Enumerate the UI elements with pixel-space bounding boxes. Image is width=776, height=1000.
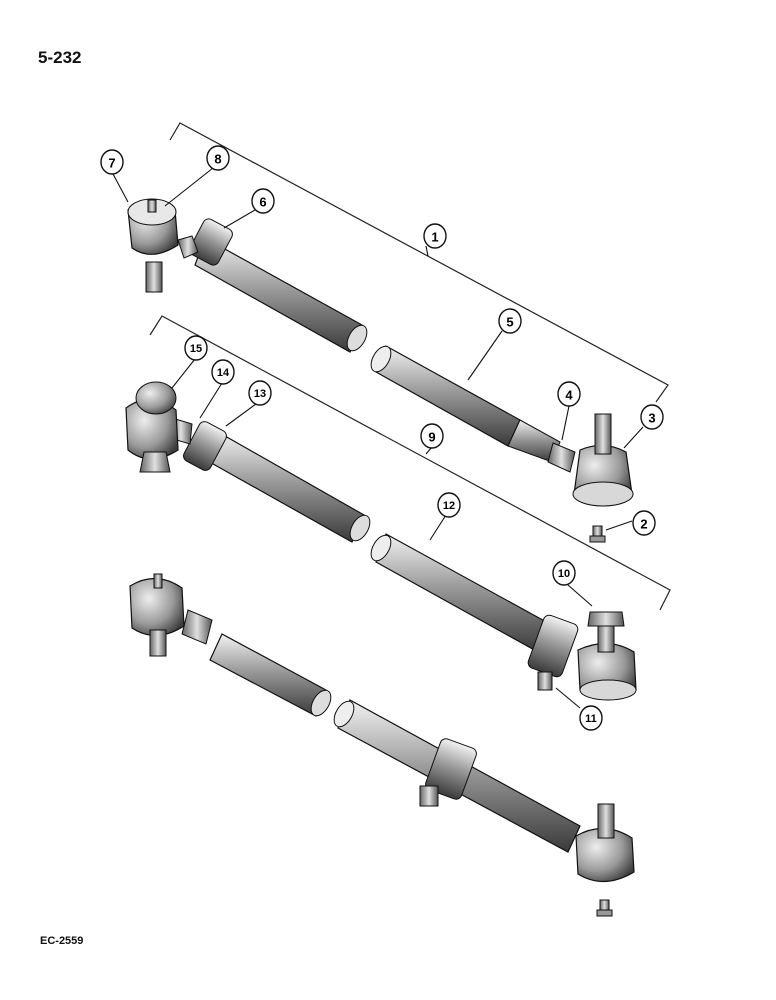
tie-rod-assembly-top	[127, 198, 634, 543]
bracket-assembly-1	[169, 122, 669, 403]
callout-circle	[206, 145, 230, 171]
castle-nut	[587, 611, 625, 627]
clamp-bolt	[537, 671, 553, 691]
callout-circle	[420, 423, 444, 449]
tube-section	[205, 431, 365, 543]
callout-circle	[248, 380, 272, 406]
callout-6: 6	[251, 188, 275, 214]
jam-nut	[547, 442, 576, 473]
callout-circle	[632, 510, 656, 536]
callout-13: 13	[248, 380, 272, 406]
tube-cut-end	[310, 689, 332, 717]
callout-circle	[579, 705, 603, 731]
callout-circle	[251, 188, 275, 214]
callout-label: 13	[254, 388, 266, 400]
clamp	[425, 738, 477, 800]
callout-15: 15	[184, 335, 208, 361]
callout-label: 10	[558, 568, 570, 580]
callout-label: 6	[259, 195, 266, 210]
tube-cut-end	[370, 345, 392, 373]
clamp-bolt	[177, 235, 199, 259]
callout-circle	[557, 381, 581, 407]
tube-section	[375, 345, 521, 447]
leader-lines	[112, 167, 644, 709]
tie-rod-end-socket	[129, 577, 185, 637]
callout-7: 7	[100, 149, 124, 175]
callout-circle	[100, 149, 124, 175]
ball-stud	[149, 629, 167, 657]
callout-14: 14	[211, 359, 235, 385]
clamp	[189, 218, 233, 266]
grease-fitting-loose	[589, 525, 606, 543]
callout-label: 9	[428, 430, 435, 445]
callout-8: 8	[206, 145, 230, 171]
castle-nut	[139, 451, 171, 473]
callout-circle	[423, 223, 447, 249]
callout-label: 14	[217, 367, 230, 379]
ball-stud	[594, 413, 612, 455]
tube-cut-end	[349, 514, 371, 542]
callout-circle	[640, 404, 664, 430]
callout-circle	[184, 335, 208, 361]
clamp	[183, 421, 227, 471]
socket-cap	[135, 381, 177, 415]
figure-code: EC-2559	[40, 935, 84, 947]
callout-label: 2	[640, 517, 647, 532]
callout-1: 1	[423, 223, 447, 249]
callout-label: 12	[443, 500, 455, 512]
tie-rod-assembly-middle	[125, 381, 637, 701]
callout-circle	[211, 359, 235, 385]
jam-nut	[181, 609, 213, 645]
callout-2: 2	[632, 510, 656, 536]
tube-cut-end	[346, 324, 368, 352]
callout-4: 4	[557, 381, 581, 407]
clamp-bolt	[419, 785, 439, 807]
callout-label: 4	[565, 388, 573, 403]
grease-fitting	[147, 199, 157, 213]
callout-11: 11	[579, 705, 603, 731]
callout-12: 12	[437, 492, 461, 518]
callout-label: 3	[648, 411, 655, 426]
callout-circle	[552, 560, 576, 586]
ball-stud	[145, 261, 163, 293]
tube-cut-end	[370, 534, 392, 562]
tie-rod-assembly-bottom	[129, 573, 635, 917]
callout-label: 11	[585, 713, 597, 725]
callout-label: 7	[108, 156, 115, 171]
callout-9: 9	[420, 423, 444, 449]
page-number: 5-232	[38, 48, 82, 67]
grease-fitting-loose	[596, 899, 613, 917]
socket-bottom	[572, 481, 634, 507]
callout-3: 3	[640, 404, 664, 430]
tube-section	[375, 533, 551, 653]
bracket-assembly-9	[149, 315, 671, 611]
callout-5: 5	[498, 308, 522, 334]
callout-label: 15	[190, 343, 202, 355]
socket-bottom	[579, 679, 637, 701]
callout-label: 1	[431, 230, 438, 245]
tube-cut-end	[333, 700, 355, 728]
callout-label: 5	[506, 315, 513, 330]
tube-section	[209, 633, 327, 717]
ball-stud	[597, 803, 615, 839]
callout-label: 8	[214, 152, 221, 167]
grease-fitting	[153, 573, 163, 589]
callout-circle	[498, 308, 522, 334]
tie-rod-end-socket	[575, 827, 635, 883]
callout-circle	[437, 492, 461, 518]
callout-10: 10	[552, 560, 576, 586]
